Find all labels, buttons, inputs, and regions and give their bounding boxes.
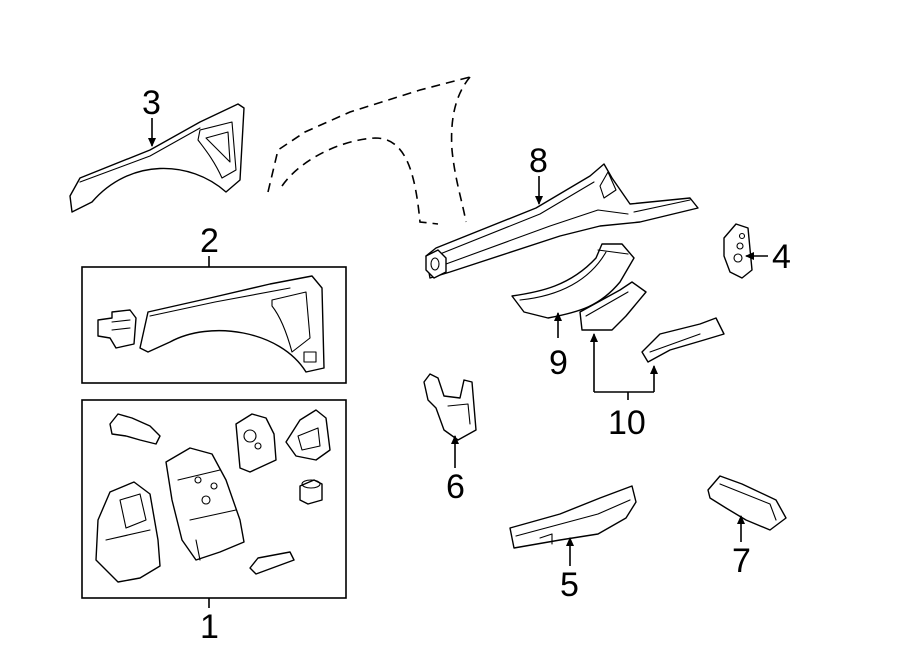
part-10-reinforcement-a[interactable] — [579, 281, 647, 331]
part-10-reinforcement-b[interactable] — [641, 317, 725, 363]
part-2-box — [81, 266, 347, 384]
part-9-rail-extension[interactable] — [511, 243, 635, 319]
part-2-apron-assembly[interactable] — [97, 275, 325, 373]
callout-2: 2 — [200, 222, 219, 260]
part-8-frame-rail[interactable] — [425, 163, 699, 279]
callout-5: 5 — [560, 566, 579, 604]
callout-4: 4 — [772, 238, 791, 276]
part-1-box — [81, 399, 347, 599]
callout-7: 7 — [732, 542, 751, 580]
part-7-brace[interactable] — [707, 475, 787, 531]
part-4-bracket[interactable] — [723, 223, 753, 279]
part-5-lower-rail[interactable] — [509, 485, 637, 549]
part-1-wheelhouse-components[interactable] — [95, 409, 331, 583]
callout-9: 9 — [549, 344, 568, 382]
fender-outline-dashed — [267, 76, 471, 225]
callout-1: 1 — [200, 608, 219, 646]
part-6-bracket[interactable] — [423, 373, 477, 441]
callout-6: 6 — [446, 468, 465, 506]
callout-3: 3 — [142, 84, 161, 122]
callout-8: 8 — [529, 142, 548, 180]
callout-10: 10 — [608, 404, 646, 442]
part-3-fender-apron[interactable] — [69, 103, 245, 213]
leader-lines — [148, 118, 768, 608]
